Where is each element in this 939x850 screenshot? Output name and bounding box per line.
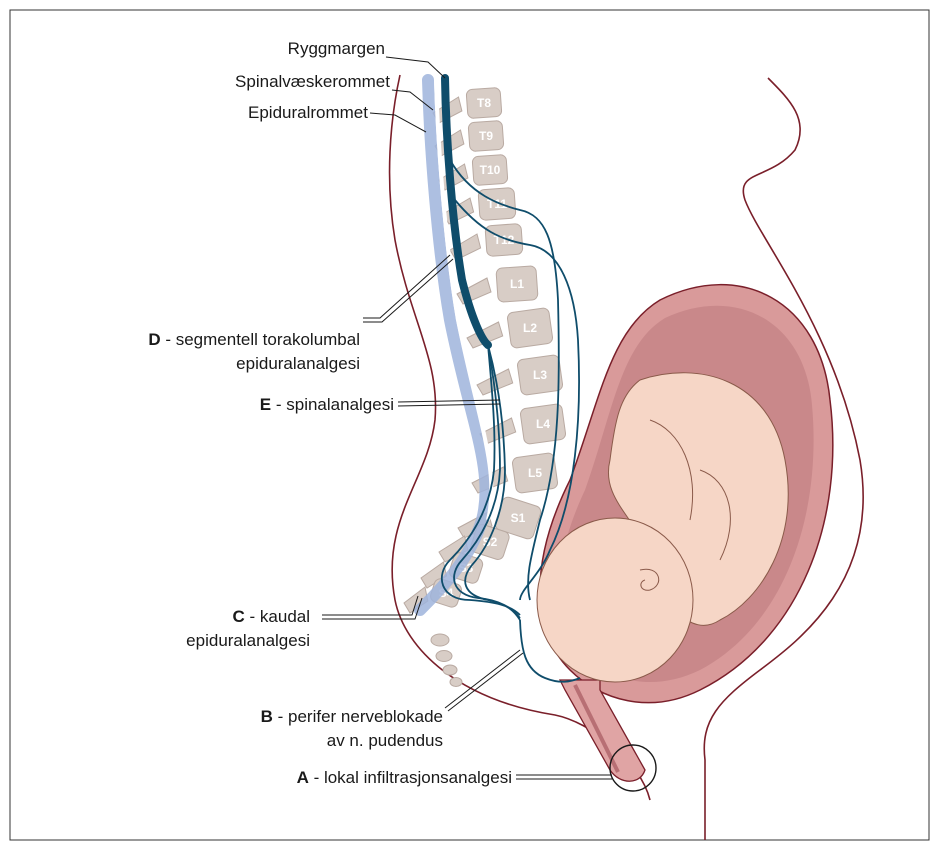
technique-a-letter: A bbox=[297, 768, 309, 787]
technique-c-text: - kaudal bbox=[245, 607, 310, 626]
coccyx-segment bbox=[431, 634, 449, 646]
technique-e-label: E - spinalanalgesi bbox=[260, 395, 394, 414]
technique-b-text-line2: av n. pudendus bbox=[327, 731, 443, 750]
vertebra-label: S1 bbox=[511, 511, 526, 525]
technique-a-text: - lokal infiltrasjonsanalgesi bbox=[309, 768, 512, 787]
vertebra-label: T8 bbox=[477, 96, 491, 110]
technique-d-letter: D bbox=[148, 330, 160, 349]
label-spinal-cord: Ryggmargen bbox=[288, 39, 385, 58]
technique-c-letter: C bbox=[233, 607, 245, 626]
vertebra-label: T9 bbox=[479, 129, 493, 143]
vertebra-label: T10 bbox=[480, 163, 501, 177]
technique-b-text: - perifer nerveblokade bbox=[273, 707, 443, 726]
coccyx-segment bbox=[436, 651, 452, 662]
technique-c-label: C - kaudal bbox=[233, 607, 310, 626]
spinous-process bbox=[443, 198, 474, 224]
technique-b-letter: B bbox=[261, 707, 273, 726]
coccyx-segment bbox=[443, 665, 457, 675]
vertebra-label: L1 bbox=[510, 277, 524, 291]
technique-e-letter: E bbox=[260, 395, 271, 414]
technique-e-text: - spinalanalgesi bbox=[271, 395, 394, 414]
fetus-head bbox=[537, 518, 693, 682]
technique-d-text-line2: epiduralanalgesi bbox=[236, 354, 360, 373]
vertebra-label: L4 bbox=[536, 417, 550, 431]
technique-c-text-line2: epiduralanalgesi bbox=[186, 631, 310, 650]
coccyx-segment bbox=[450, 678, 462, 687]
technique-a-label: A - lokal infiltrasjonsanalgesi bbox=[297, 768, 512, 787]
label-epidural-space: Epiduralrommet bbox=[248, 103, 368, 122]
technique-d-text: - segmentell torakolumbal bbox=[161, 330, 360, 349]
vertebra-label: L2 bbox=[523, 321, 537, 335]
technique-b-label: B - perifer nerveblokade bbox=[261, 707, 443, 726]
vertebra-label: L3 bbox=[533, 368, 547, 382]
vertebra-label: L5 bbox=[528, 466, 542, 480]
label-subarachnoid-space: Spinalvæskerommet bbox=[235, 72, 390, 91]
technique-d-label: D - segmentell torakolumbal bbox=[148, 330, 360, 349]
